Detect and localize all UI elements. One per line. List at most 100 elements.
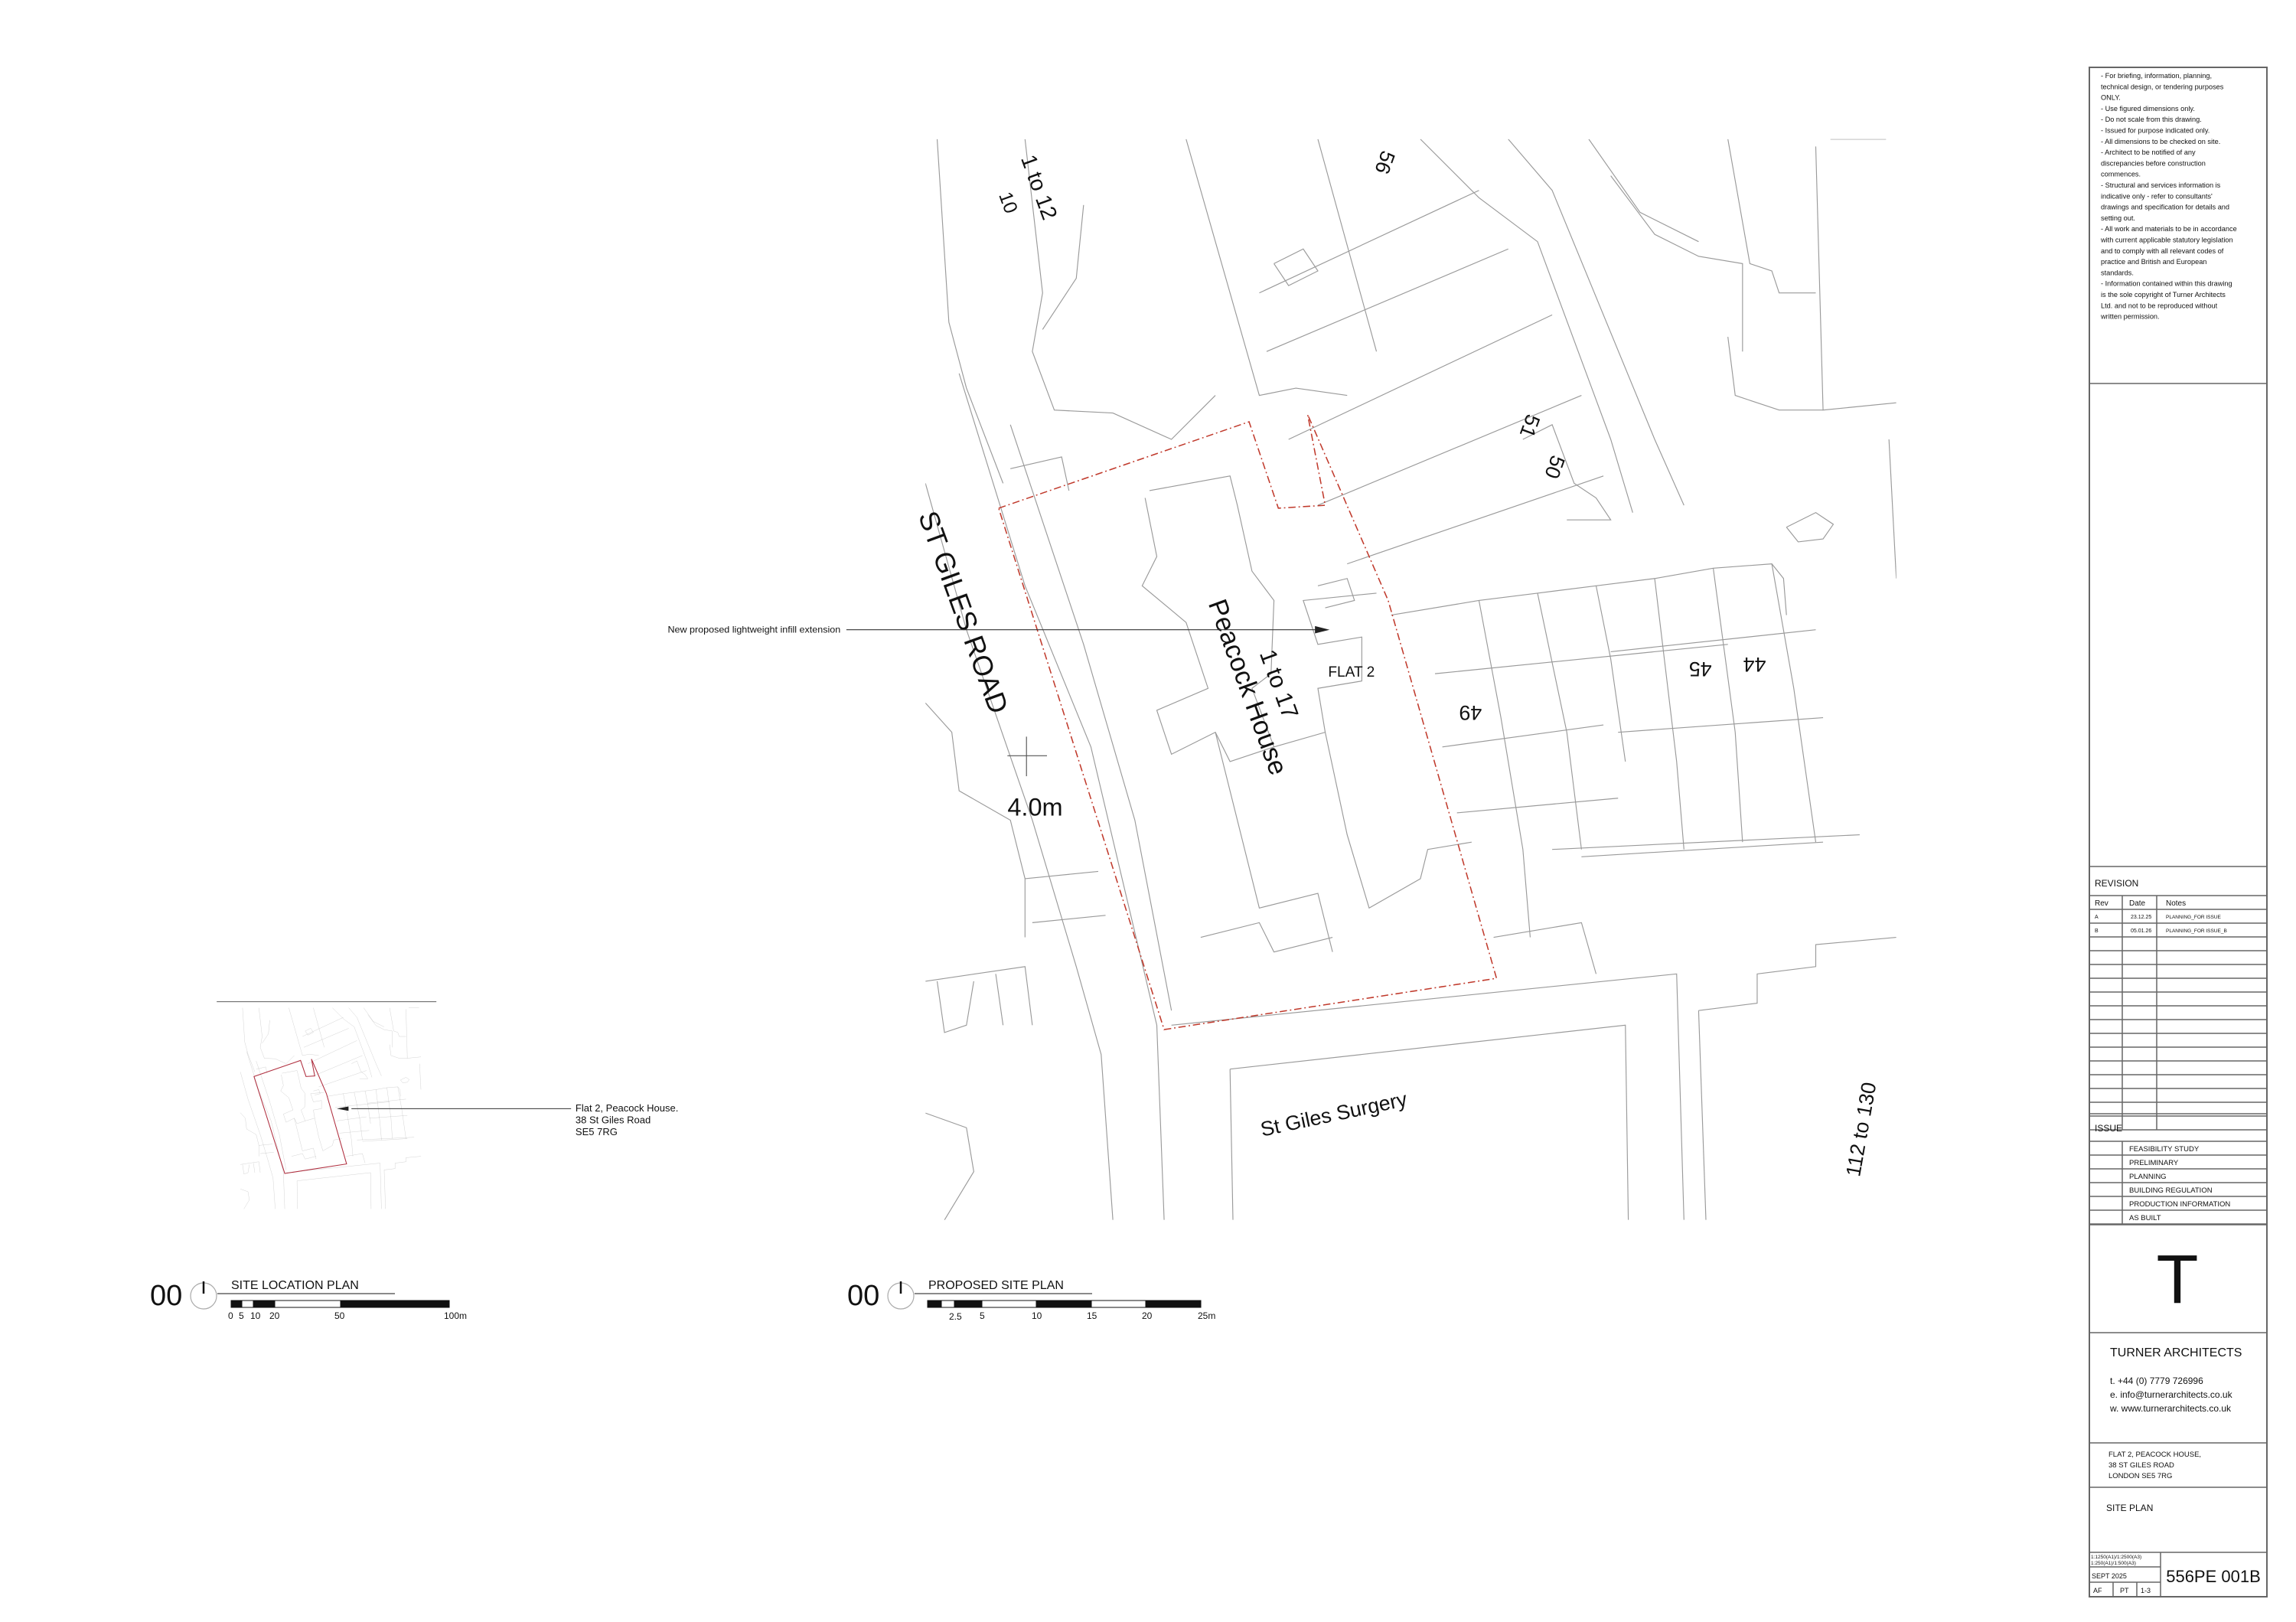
revision-rev: A (2095, 915, 2099, 920)
label-1-to-12: 1 to 12 (1016, 152, 1062, 223)
general-notes: - For briefing, information, planning, te… (2100, 72, 2237, 321)
title-site-location-plan: 00 SITE LOCATION PLAN 0 5 10 20 50 100m (150, 1279, 467, 1321)
arrowhead-icon (337, 1106, 349, 1111)
address-line: SE5 7RG (576, 1126, 618, 1137)
drawing-title: SITE PLAN (2106, 1503, 2153, 1513)
revision-column-header: Date (2129, 899, 2146, 908)
label-44: 44 (1743, 653, 1766, 676)
project-address: FLAT 2, PEACOCK HOUSE, (2108, 1451, 2201, 1459)
company-website: w. www.turnerarchitects.co.uk (2109, 1403, 2232, 1414)
scale-bar (230, 1300, 450, 1308)
proposed-site-plan: ST GILES ROAD 1 to 12 10 56 51 50 Peacoc… (667, 139, 1896, 1220)
title-proposed-site-plan: 00 PROPOSED SITE PLAN 2.5 5 10 15 20 25m (847, 1279, 1215, 1322)
revision-rev: B (2095, 928, 2099, 934)
scale-tick: 20 (1142, 1310, 1153, 1321)
site-location-plan: Flat 2, Peacock House. 38 St Giles Road … (217, 1001, 678, 1209)
note-line: - Information contained within this draw… (2101, 280, 2232, 288)
issue-item: AS BUILT (2129, 1214, 2161, 1222)
scale-text: 1:250(A1)/1:500(A3) (2091, 1561, 2136, 1566)
scale-tick: 25m (1198, 1310, 1215, 1321)
note-line: - Structural and services information is (2101, 181, 2221, 189)
revision-date: 23.12.25 (2131, 915, 2151, 920)
issue-item: PRELIMINARY (2129, 1159, 2179, 1167)
drawing-date: SEPT 2025 (2092, 1572, 2127, 1580)
drawing-number: 00 (150, 1280, 182, 1312)
note-line: - All work and materials to be in accord… (2101, 225, 2237, 233)
note-line: - Architect to be notified of any (2101, 148, 2196, 156)
scale-tick: 100m (444, 1310, 467, 1321)
arrowhead-icon (1315, 625, 1330, 634)
issue-item: FEASIBILITY STUDY (2129, 1145, 2200, 1154)
company-logo: T (2157, 1242, 2199, 1318)
title-block: - For briefing, information, planning, te… (2089, 67, 2268, 1598)
drawing-number: 556PE 001B (2166, 1567, 2261, 1586)
label-spot-level: 4.0m (1007, 794, 1062, 821)
label-56: 56 (1370, 148, 1399, 177)
note-line: - Use figured dimensions only. (2101, 105, 2195, 113)
note-line: indicative only - refer to consultants' (2101, 192, 2213, 200)
scale-tick: 50 (334, 1310, 345, 1321)
scale-bar (927, 1300, 1202, 1308)
site-boundary (997, 414, 1498, 1030)
company-email: e. info@turnerarchitects.co.uk (2110, 1389, 2233, 1400)
company-name: TURNER ARCHITECTS (2110, 1346, 2242, 1359)
scale-tick: 15 (1087, 1310, 1097, 1321)
revision-heading: REVISION (2095, 878, 2138, 889)
drawing-number: 00 (847, 1280, 879, 1312)
project-address: 38 ST GILES ROAD (2108, 1461, 2174, 1470)
scale-text: 1:1250(A1)/1:2500(A3) (2091, 1555, 2141, 1560)
scale-tick: 2.5 (949, 1311, 962, 1322)
note-line: technical design, or tendering purposes (2101, 83, 2224, 90)
sheet: 1-3 (2141, 1587, 2151, 1594)
note-line: discrepancies before construction (2101, 159, 2206, 167)
revision-column-header: Notes (2166, 899, 2186, 908)
revision-date: 05.01.26 (2131, 928, 2151, 934)
revision-column-header: Rev (2095, 899, 2108, 908)
drawn-by: AF (2093, 1587, 2102, 1594)
scale-tick: 20 (269, 1310, 280, 1321)
label-surgery: St Giles Surgery (1258, 1088, 1409, 1141)
label-45: 45 (1689, 658, 1712, 680)
scale-tick: 10 (1032, 1310, 1042, 1321)
note-line: is the sole copyright of Turner Architec… (2101, 291, 2226, 299)
project-address: LONDON SE5 7RG (2108, 1472, 2172, 1480)
scale-tick: 0 (228, 1310, 233, 1321)
label-112-to-130: 112 to 130 (1841, 1080, 1880, 1178)
note-line: practice and British and European (2101, 258, 2206, 266)
note-line: - All dimensions to be checked on site. (2101, 138, 2220, 145)
note-line: - For briefing, information, planning, (2101, 72, 2212, 80)
address-line: 38 St Giles Road (576, 1115, 651, 1126)
label-road: ST GILES ROAD (912, 507, 1015, 717)
location-address: Flat 2, Peacock House. 38 St Giles Road … (576, 1102, 678, 1137)
issue-item: PRODUCTION INFORMATION (2129, 1200, 2230, 1209)
issue-table: FEASIBILITY STUDY PRELIMINARY PLANNING BUIL… (2089, 1141, 2267, 1225)
label-49: 49 (1459, 701, 1482, 724)
scale-tick: 10 (250, 1310, 261, 1321)
checked-by: PT (2120, 1587, 2129, 1594)
scale-tick: 5 (980, 1310, 985, 1321)
note-line: ONLY. (2101, 94, 2121, 102)
revision-notes: PLANNING_FOR ISSUE (2166, 915, 2222, 920)
label-51: 51 (1515, 411, 1544, 440)
drawing-title: PROPOSED SITE PLAN (928, 1279, 1064, 1292)
label-50: 50 (1540, 452, 1569, 481)
note-line: commences. (2101, 171, 2141, 178)
note-line: written permission. (2100, 313, 2160, 321)
issue-item: PLANNING (2129, 1173, 2167, 1181)
revision-notes: PLANNING_FOR ISSUE_B (2166, 928, 2227, 934)
drawing-title: SITE LOCATION PLAN (231, 1279, 359, 1292)
annotation-infill-extension: New proposed lightweight infill extensio… (667, 625, 1330, 635)
note-line: with current applicable statutory legisl… (2100, 237, 2233, 244)
note-line: standards. (2101, 269, 2134, 276)
note-line: - Issued for purpose indicated only. (2101, 127, 2210, 135)
spot-level-cross-icon (1007, 736, 1048, 777)
annotation-text: New proposed lightweight infill extensio… (667, 625, 840, 635)
label-flat-2: FLAT 2 (1328, 664, 1375, 680)
note-line: and to comply with all relevant codes of (2101, 247, 2224, 255)
note-line: setting out. (2101, 214, 2135, 222)
scale-tick: 5 (239, 1310, 244, 1321)
address-line: Flat 2, Peacock House. (576, 1102, 678, 1114)
issue-item: BUILDING REGULATION (2129, 1186, 2213, 1195)
